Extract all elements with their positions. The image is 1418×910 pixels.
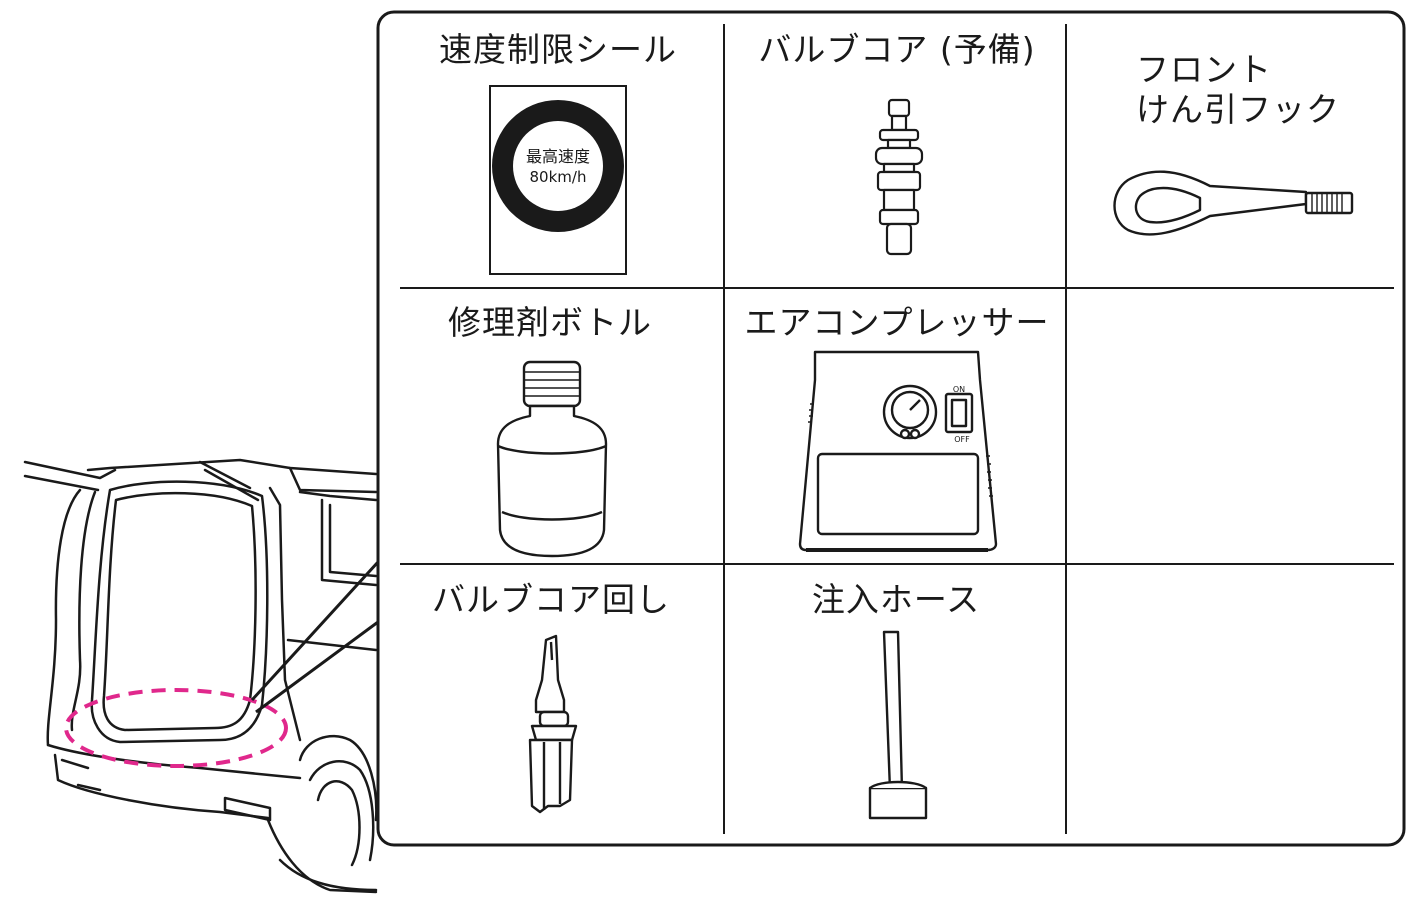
speed-sticker-illustration: 最高速度 80km/h: [489, 85, 627, 275]
speed-sticker-label: 速度制限シール: [439, 30, 677, 69]
valve-core-spare-label: バルブコア (予備): [758, 30, 1036, 69]
speed-sign-line1: 最高速度: [526, 147, 590, 166]
speed-sign-line2: 80km/h: [530, 168, 587, 186]
panel-grid: [400, 24, 1394, 834]
tow-hook-illustration: [1113, 170, 1354, 236]
injection-hose-label: 注入ホース: [811, 580, 981, 619]
repair-bottle-label: 修理剤ボトル: [448, 303, 652, 342]
repair-bottle-illustration: [496, 360, 608, 558]
storage-location-highlight: [64, 688, 288, 768]
injection-hose-illustration: [868, 630, 928, 820]
compressor-switch-on-label: ON: [953, 385, 965, 394]
valve-core-illustration: [874, 98, 924, 256]
callout-lines: [250, 560, 380, 714]
car-rear-illustration: [23, 458, 378, 894]
valve-core-tool-label: バルブコア回し: [432, 580, 670, 619]
air-compressor-label: エアコンプレッサー: [744, 303, 1050, 342]
air-compressor-illustration: ON OFF: [798, 350, 998, 552]
compressor-switch-off-label: OFF: [954, 435, 970, 444]
front-tow-hook-label: フロント けん引フック: [1136, 50, 1340, 129]
valve-core-tool-illustration: [528, 634, 578, 814]
